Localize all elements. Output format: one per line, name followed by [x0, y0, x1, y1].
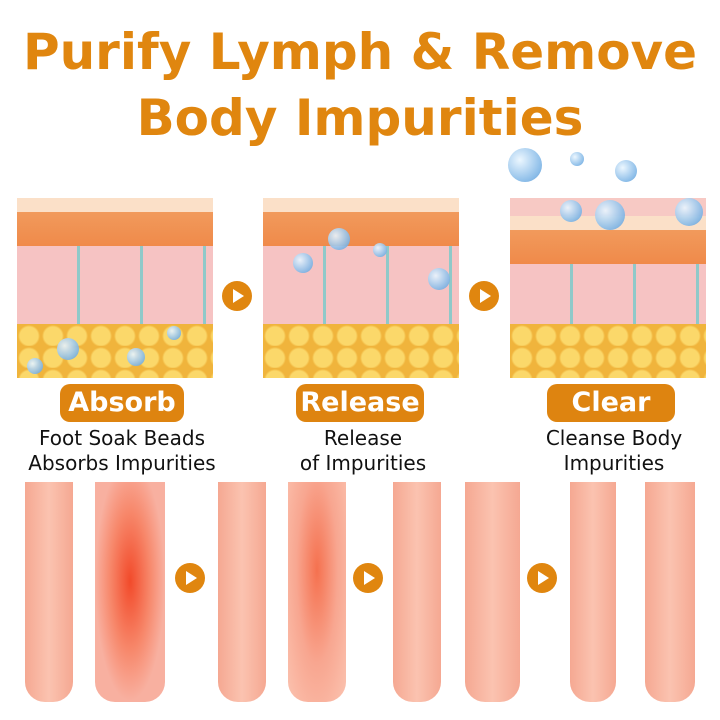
next-arrow-icon	[527, 563, 557, 593]
leg-illustration-improving	[288, 482, 346, 702]
leg-illustration-healthy	[465, 482, 520, 702]
leg-illustration	[570, 482, 616, 702]
step-label-clear: Clear	[547, 384, 675, 422]
next-arrow-icon	[175, 563, 205, 593]
leg-illustration-healthy	[645, 482, 695, 702]
desc-line: Release	[323, 426, 403, 450]
next-arrow-icon	[469, 281, 499, 311]
bubble-icon	[508, 148, 542, 182]
desc-line: Cleanse Body	[545, 426, 683, 450]
step-label-release: Release	[296, 384, 424, 422]
desc-line: of Impurities	[299, 451, 427, 475]
skin-illustration-absorb	[17, 198, 213, 378]
next-arrow-icon	[353, 563, 383, 593]
desc-line: Foot Soak Beads	[39, 426, 205, 450]
bubble-icon	[615, 160, 637, 182]
next-arrow-icon	[222, 281, 252, 311]
skin-illustration-clear	[510, 198, 706, 378]
leg-illustration	[25, 482, 73, 702]
skin-illustration-release	[263, 198, 459, 378]
leg-illustration	[218, 482, 266, 702]
desc-line: Impurities	[563, 451, 665, 475]
desc-line: Absorbs Impurities	[28, 451, 216, 475]
headline-line1: Purify Lymph & Remove	[22, 23, 698, 81]
step-label-absorb: Absorb	[60, 384, 184, 422]
bubble-icon	[570, 152, 584, 166]
headline-line2: Body Impurities	[136, 89, 584, 147]
leg-illustration	[393, 482, 441, 702]
leg-illustration-inflamed	[95, 482, 165, 702]
